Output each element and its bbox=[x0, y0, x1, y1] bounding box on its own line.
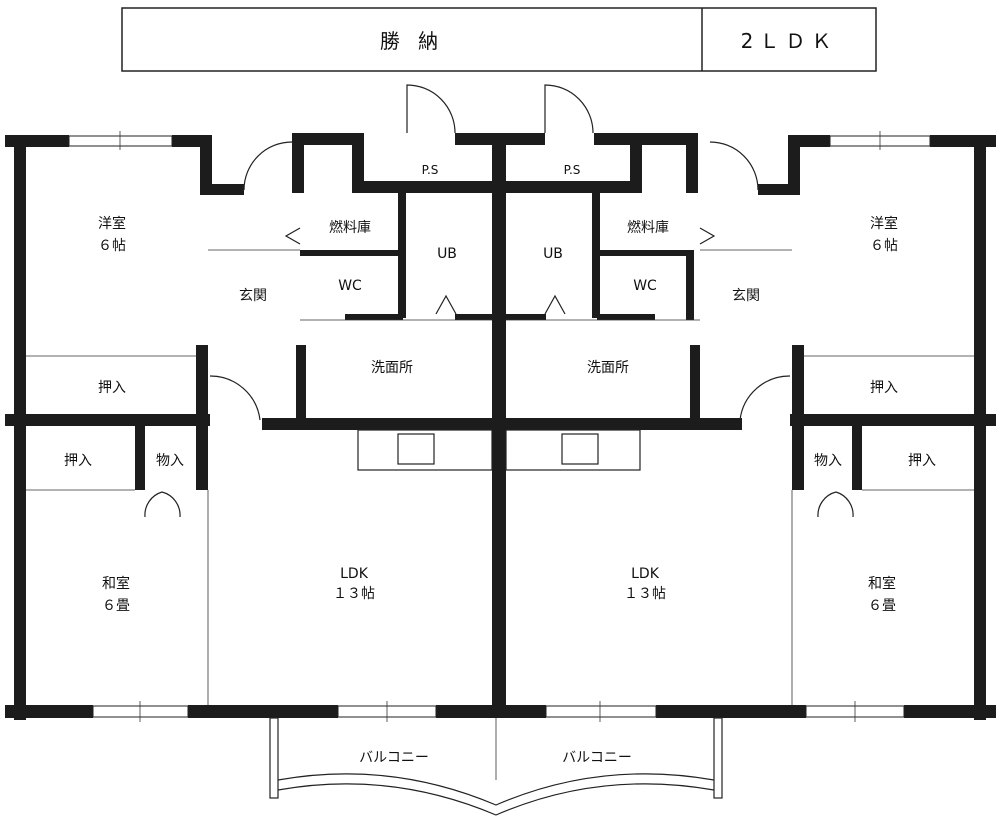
japanese-room-left-label: 和室 bbox=[102, 575, 130, 592]
closet-left-bottom-label: 押入 bbox=[64, 453, 92, 469]
storage-left-label: 物入 bbox=[156, 453, 184, 469]
closet-left-top-label: 押入 bbox=[98, 380, 126, 396]
balcony bbox=[269, 717, 723, 816]
fuel-store-left-label: 燃料庫 bbox=[329, 219, 371, 236]
door-swings bbox=[26, 84, 974, 705]
room-labels: 洋室 ６帖 洋室 ６帖 押入 押入 押入 押入 物入 物入 和室 ６畳 和室 ６… bbox=[64, 163, 936, 766]
entrance-right-label: 玄関 bbox=[732, 287, 760, 304]
unit-bath-right-label: UB bbox=[543, 246, 563, 262]
storage-right-label: 物入 bbox=[814, 453, 842, 469]
washroom-right-label: 洗面所 bbox=[587, 360, 629, 376]
windows bbox=[68, 131, 931, 722]
pipe-space-left-label: P.S bbox=[422, 163, 439, 177]
western-room-left-label: 洋室 bbox=[98, 215, 126, 232]
wc-left-label: WC bbox=[338, 278, 362, 294]
property-name: 勝 納 bbox=[380, 29, 444, 53]
header-box: 勝 納 2ＬＤＫ bbox=[121, 7, 877, 72]
japanese-room-left-size: ６畳 bbox=[102, 598, 130, 614]
closet-right-bottom-label: 押入 bbox=[908, 453, 936, 469]
unit-bath-left-label: UB bbox=[437, 246, 457, 262]
western-room-right-size: ６帖 bbox=[870, 238, 898, 254]
ldk-left-size: １３帖 bbox=[333, 586, 375, 602]
balcony-right-label: バルコニー bbox=[562, 750, 632, 766]
japanese-room-right-size: ６畳 bbox=[868, 598, 896, 614]
ldk-right-size: １３帖 bbox=[624, 586, 666, 602]
layout-type: 2ＬＤＫ bbox=[741, 29, 838, 53]
japanese-room-right-label: 和室 bbox=[868, 575, 896, 592]
western-room-left-size: ６帖 bbox=[98, 238, 126, 254]
pipe-space-right-label: P.S bbox=[564, 163, 581, 177]
fuel-store-right-label: 燃料庫 bbox=[627, 219, 669, 236]
balcony-left-label: バルコニー bbox=[359, 750, 429, 766]
ldk-left-label: LDK bbox=[340, 566, 369, 582]
wc-right-label: WC bbox=[633, 278, 657, 294]
ldk-right-label: LDK bbox=[631, 566, 660, 582]
walls bbox=[5, 133, 996, 720]
entrance-left-label: 玄関 bbox=[239, 287, 267, 304]
western-room-right-label: 洋室 bbox=[870, 215, 898, 232]
washroom-left-label: 洗面所 bbox=[371, 360, 413, 376]
closet-right-top-label: 押入 bbox=[870, 380, 898, 396]
